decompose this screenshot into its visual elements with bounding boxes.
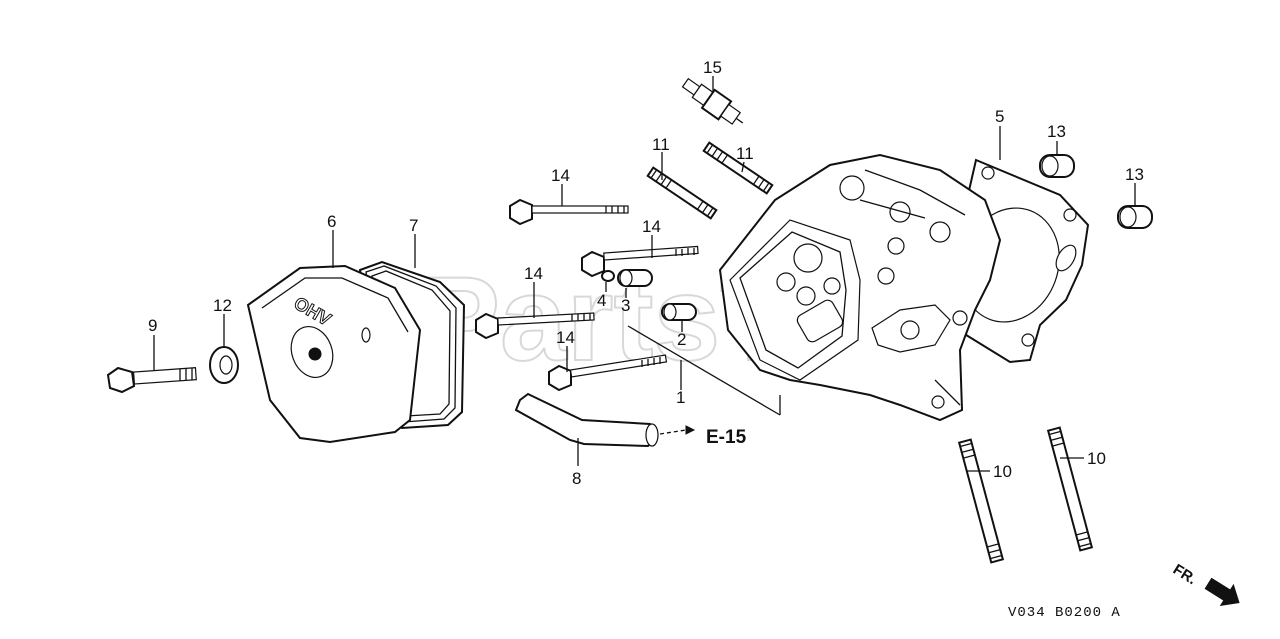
callout-4: 4 [597,291,606,310]
callout-5: 5 [995,107,1004,126]
dowel-pin [661,303,697,321]
dowel-pin [1117,205,1153,229]
spark-plug [681,77,744,125]
flange-bolt [509,198,629,226]
stud-bolt [957,438,1005,564]
callout-3: 3 [621,296,630,315]
callout-9: 9 [148,316,157,335]
dowel-pin [617,269,653,287]
cylinder-head [718,153,1002,422]
front-arrow-icon [1204,577,1240,607]
callout-13: 13 [1125,165,1144,184]
callout-11: 11 [736,144,754,163]
callout-13: 13 [1047,122,1066,141]
leader-lines [153,76,1136,472]
stud-bolt [646,166,718,220]
callout-14: 14 [556,328,575,347]
callout-14: 14 [551,166,570,185]
callout-10: 10 [993,462,1012,481]
stud-bolt [1046,426,1094,552]
flange-bolt [581,245,699,278]
head-cover: OHV [246,264,422,444]
callout-8: 8 [572,469,581,488]
reference-arrow: E-15 [659,425,747,448]
callout-2: 2 [677,330,686,349]
callout-14: 14 [524,264,543,283]
front-direction-indicator: FR. [1170,561,1240,607]
dowel-pin [1039,154,1075,178]
callout-12: 12 [213,296,232,315]
stud-bolt [702,141,774,195]
callout-11: 11 [652,135,670,154]
diagram-code: V034 B0200 A [1008,605,1121,621]
front-label: FR. [1170,561,1200,588]
sealing-washer [209,346,239,384]
callout-15: 15 [703,58,722,77]
callout-1: 1 [676,388,685,407]
reference-label: E-15 [706,427,747,448]
callout-7: 7 [409,216,418,235]
flange-bolt [475,312,595,340]
callout-6: 6 [327,212,336,231]
callout-labels: 15 11 11 14 14 14 14 5 13 13 6 7 12 9 4 … [148,58,1144,488]
breather-tube [514,392,659,448]
callout-14: 14 [642,217,661,236]
cover-bolt [106,366,197,394]
callout-10: 10 [1087,449,1106,468]
flange-bolt [548,354,668,392]
o-ring [601,270,615,282]
